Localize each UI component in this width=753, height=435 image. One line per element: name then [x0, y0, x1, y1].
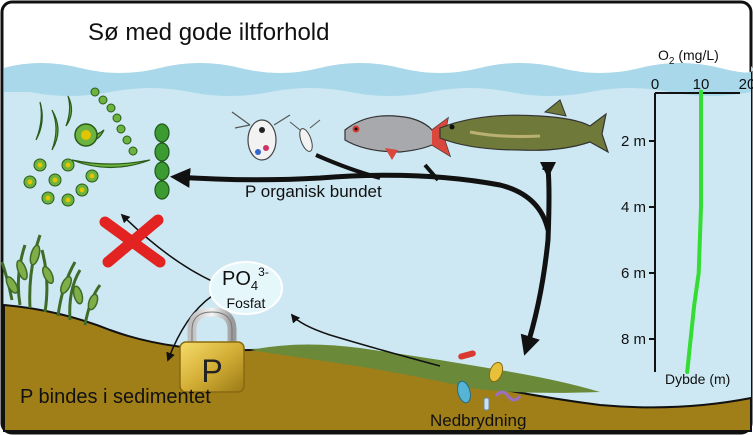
- pike-fish: [439, 99, 610, 154]
- depth-tick-label: 8 m: [621, 331, 646, 348]
- blocked-cross-icon: [99, 214, 166, 268]
- phosphate-bubble: [209, 261, 283, 315]
- zooplankton: [231, 111, 321, 161]
- o2-tick-label: 20: [739, 76, 753, 93]
- arrow-organic-p: [170, 167, 551, 231]
- organic-sediment-layer: [250, 344, 600, 393]
- oxygen-chart: O2 (mg/L) 0 10 20 2 m 4 m 6 m 8 m Dybde (m): [621, 47, 753, 387]
- phosphate-formula: PO43-: [222, 265, 269, 293]
- p-organic-label: P organisk bundet: [245, 182, 382, 201]
- arrow-pike-head: [540, 162, 556, 178]
- depth-tick-label: 6 m: [621, 265, 646, 282]
- phosphate-label: Fosfat: [227, 295, 266, 311]
- depth-tick-label: 4 m: [621, 199, 646, 216]
- bacteria: [457, 350, 522, 411]
- depth-axis-label: Dybde (m): [665, 371, 730, 387]
- water-surface: [4, 63, 753, 96]
- page-title: Sø med gode iltforhold: [88, 19, 329, 46]
- arrow-to-algae: [120, 213, 215, 283]
- arrow-zoo-branch: [315, 153, 381, 180]
- depth-tick-label: 2 m: [621, 133, 646, 150]
- decomposition-label: Nedbrydning: [430, 411, 526, 430]
- water-plant-leaves: [5, 244, 99, 311]
- o2-tick-label: 0: [651, 76, 659, 93]
- arrow-down-decomposition: [520, 167, 552, 356]
- arrow-to-phosphate: [290, 313, 441, 367]
- o2-profile-line: [685, 89, 703, 374]
- p-bound-label: P bindes i sedimentet: [20, 386, 211, 408]
- lock-letter: P: [201, 353, 222, 389]
- algae: [23, 87, 170, 207]
- lock-icon: P: [179, 307, 245, 393]
- o2-tick-label: 10: [693, 76, 710, 93]
- arrow-to-sediment: [166, 295, 213, 362]
- arrow-fish-branch: [423, 163, 440, 182]
- o2-axis-label: O2 (mg/L): [658, 47, 719, 67]
